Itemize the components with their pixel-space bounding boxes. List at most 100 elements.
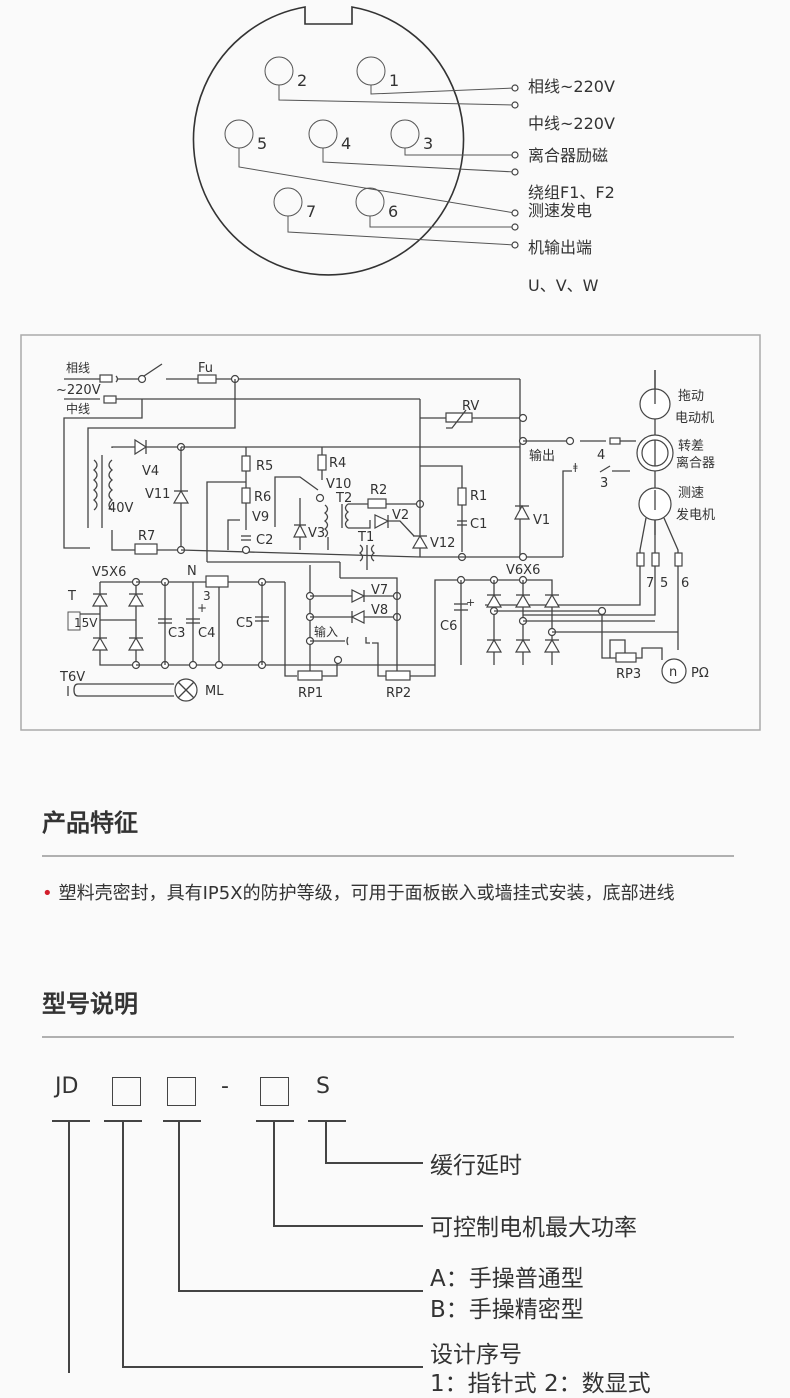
connector-outline bbox=[192, 6, 465, 276]
pin-1: 1 bbox=[356, 56, 399, 90]
schematic-label: Fu bbox=[198, 361, 213, 376]
schematic-label: 转差 bbox=[678, 439, 704, 454]
features-title: 产品特征 bbox=[42, 809, 138, 837]
schematic-label: R6 bbox=[254, 490, 271, 505]
diode-v4 bbox=[134, 438, 148, 456]
desc-delay: 缓行延时 bbox=[430, 1153, 522, 1179]
schematic-label: RV bbox=[462, 399, 479, 414]
schematic-label: 4 bbox=[341, 134, 351, 153]
desc-design-sub: 1：指针式 2：数显式 bbox=[430, 1371, 651, 1397]
schematic-label: C6 bbox=[440, 619, 457, 634]
bullet-icon: • bbox=[42, 883, 53, 904]
schematic-label: 4 bbox=[597, 448, 605, 463]
schematic-label: V11 bbox=[145, 487, 170, 502]
model-slot-design bbox=[112, 1077, 141, 1106]
legend-clutch: 离合器励磁 bbox=[528, 146, 608, 165]
schematic-label: V6X6 bbox=[506, 563, 540, 578]
speed-meter bbox=[661, 658, 687, 684]
schematic-label: R5 bbox=[256, 459, 273, 474]
schematic-label: V10 bbox=[326, 477, 351, 492]
pin-3: 3 bbox=[390, 119, 433, 153]
pin-7: 7 bbox=[273, 187, 316, 221]
desc-max-power: 可控制电机最大功率 bbox=[430, 1215, 637, 1241]
terminal-nodes bbox=[511, 84, 519, 249]
legend-phase: 相线~220V bbox=[528, 77, 615, 96]
schematic-label: 测速 bbox=[678, 486, 704, 501]
schematic-label: V7 bbox=[371, 583, 388, 598]
circuit-schematic: 相线 ~220V 中线 Fu 40V V4 V11 R bbox=[20, 334, 761, 731]
schematic-label: ~220V bbox=[56, 383, 101, 398]
model-prefix: JD bbox=[55, 1074, 79, 1099]
schematic-label: 7 bbox=[306, 202, 316, 221]
schematic-label: PΩ bbox=[691, 666, 709, 681]
schematic-label: 电动机 bbox=[675, 411, 714, 426]
legend-tacho-output: 机输出端 bbox=[528, 238, 592, 257]
schematic-label: R7 bbox=[138, 529, 155, 544]
schematic-label: T1 bbox=[357, 530, 374, 545]
schematic-label: ǂ bbox=[573, 462, 578, 473]
schematic-label: V3 bbox=[308, 526, 325, 541]
features-divider bbox=[42, 855, 734, 857]
schematic-label: N bbox=[187, 564, 197, 579]
schematic-label: 1 bbox=[389, 71, 399, 90]
desc-design-no: 设计序号 bbox=[430, 1342, 522, 1368]
schematic-label: 5 bbox=[660, 576, 668, 591]
schematic-label: ML bbox=[205, 684, 224, 699]
desc-type-b: B：手操精密型 bbox=[430, 1297, 584, 1323]
schematic-label: 40V bbox=[108, 501, 134, 516]
schematic-label: V12 bbox=[430, 536, 455, 551]
connector-pinout-diagram: 2 1 5 4 3 7 6 相线~220V 中线~220V 离合器 bbox=[192, 6, 615, 295]
schematic-label: 3 bbox=[423, 134, 433, 153]
legend-winding: 绕组F1、F2 bbox=[528, 183, 615, 202]
fuse bbox=[197, 374, 217, 384]
schematic-label: C5 bbox=[236, 616, 253, 631]
schematic-label: RP1 bbox=[298, 686, 323, 701]
model-suffix: S bbox=[316, 1074, 330, 1099]
schematic-frame bbox=[20, 334, 761, 731]
schematic-label: R1 bbox=[470, 489, 487, 504]
schematic-label: 中线 bbox=[66, 401, 90, 416]
schematic-label: C3 bbox=[168, 626, 185, 641]
legend-tacho: 测速发电 bbox=[528, 201, 592, 220]
schematic-label: + bbox=[197, 601, 207, 615]
pin-2: 2 bbox=[264, 56, 307, 90]
schematic-label: C4 bbox=[198, 626, 215, 641]
schematic-label: + bbox=[466, 596, 475, 609]
schematic-label: C2 bbox=[256, 533, 273, 548]
schematic-label: V2 bbox=[392, 508, 409, 523]
schematic-label: 拖动 bbox=[678, 389, 704, 404]
schematic-label: T6V bbox=[59, 670, 85, 685]
legend-uvw: U、V、W bbox=[528, 276, 599, 295]
schematic-label: T bbox=[67, 589, 76, 604]
schematic-label: V1 bbox=[533, 513, 550, 528]
schematic-label: R4 bbox=[329, 456, 346, 471]
schematic-label: V8 bbox=[371, 603, 388, 618]
model-dash: - bbox=[221, 1074, 229, 1099]
schematic-label: V9 bbox=[252, 510, 269, 525]
schematic-label: 6 bbox=[388, 202, 398, 221]
legend-neutral: 中线~220V bbox=[528, 114, 615, 133]
schematic-label: 输出 bbox=[529, 448, 555, 464]
pin-4: 4 bbox=[308, 119, 351, 153]
schematic-label: 15V bbox=[74, 616, 98, 630]
schematic-label: RP3 bbox=[616, 667, 641, 682]
schematic-label: T2 bbox=[335, 491, 352, 506]
schematic-label: 5 bbox=[257, 134, 267, 153]
schematic-label: 3 bbox=[600, 476, 608, 491]
schematic-label: 6 bbox=[681, 576, 689, 591]
model-divider bbox=[42, 1036, 734, 1038]
schematic-label: RP2 bbox=[386, 686, 411, 701]
schematic-label: 离合器 bbox=[676, 455, 715, 471]
schematic-label: V4 bbox=[142, 464, 159, 479]
schematic-label: 发电机 bbox=[676, 507, 715, 523]
pin-5: 5 bbox=[224, 119, 267, 153]
schematic-label: 7 bbox=[646, 576, 654, 591]
schematic-label: 3 bbox=[203, 589, 211, 603]
schematic-label: 2 bbox=[297, 71, 307, 90]
feature-item-text: 塑料壳密封，具有IP5X的防护等级，可用于面板嵌入或墙挂式安装，底部进线 bbox=[58, 883, 675, 904]
feature-item: •塑料壳密封，具有IP5X的防护等级，可用于面板嵌入或墙挂式安装，底部进线 bbox=[42, 878, 742, 910]
schematic-label: 输入 bbox=[314, 624, 338, 639]
schematic-label: V5X6 bbox=[92, 565, 126, 580]
model-title: 型号说明 bbox=[42, 990, 138, 1018]
schematic-label: n bbox=[669, 665, 677, 680]
